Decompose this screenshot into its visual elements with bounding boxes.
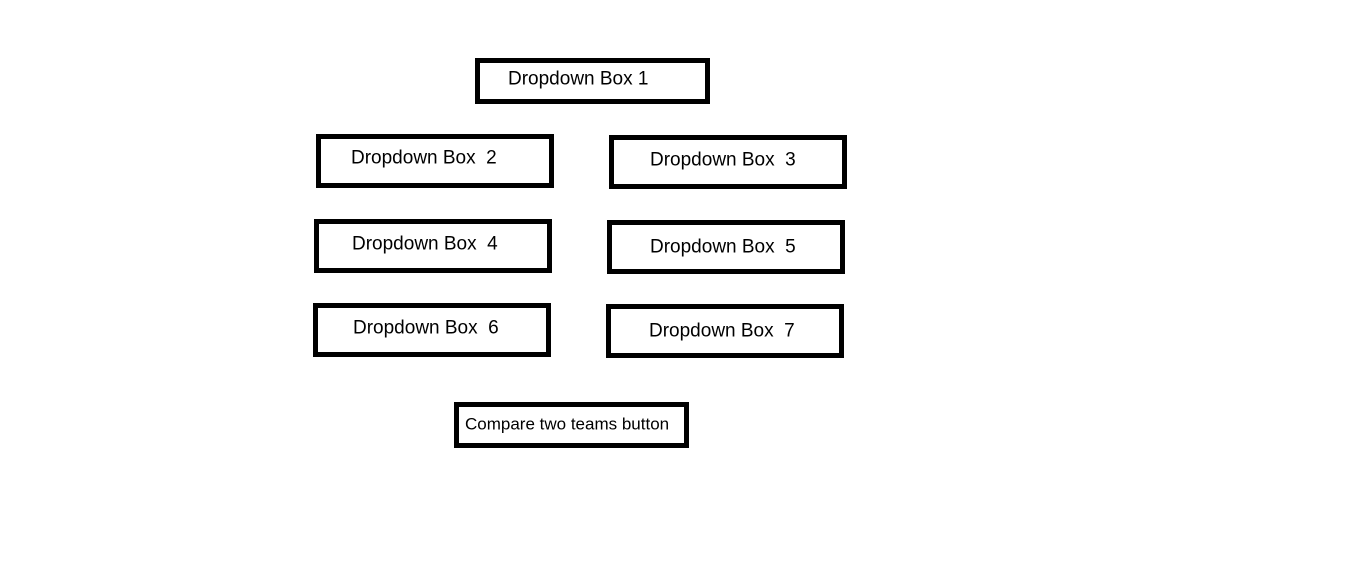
dropdown-box-5-label: Dropdown Box 5 xyxy=(650,236,796,258)
dropdown-box-1-label: Dropdown Box 1 xyxy=(508,68,649,90)
dropdown-box-5[interactable]: Dropdown Box 5 xyxy=(607,220,845,274)
dropdown-box-7-label: Dropdown Box 7 xyxy=(649,320,795,342)
dropdown-box-2[interactable]: Dropdown Box 2 xyxy=(316,134,554,188)
dropdown-box-4[interactable]: Dropdown Box 4 xyxy=(314,219,552,273)
dropdown-box-3-label: Dropdown Box 3 xyxy=(650,149,796,171)
compare-two-teams-button[interactable]: Compare two teams button xyxy=(454,402,689,448)
dropdown-box-6[interactable]: Dropdown Box 6 xyxy=(313,303,551,357)
dropdown-box-6-label: Dropdown Box 6 xyxy=(353,317,499,339)
dropdown-box-1[interactable]: Dropdown Box 1 xyxy=(475,58,710,104)
compare-two-teams-button-label: Compare two teams button xyxy=(465,414,670,434)
dropdown-box-2-label: Dropdown Box 2 xyxy=(351,147,497,169)
dropdown-box-7[interactable]: Dropdown Box 7 xyxy=(606,304,844,358)
dropdown-box-3[interactable]: Dropdown Box 3 xyxy=(609,135,847,189)
dropdown-box-4-label: Dropdown Box 4 xyxy=(352,233,498,255)
